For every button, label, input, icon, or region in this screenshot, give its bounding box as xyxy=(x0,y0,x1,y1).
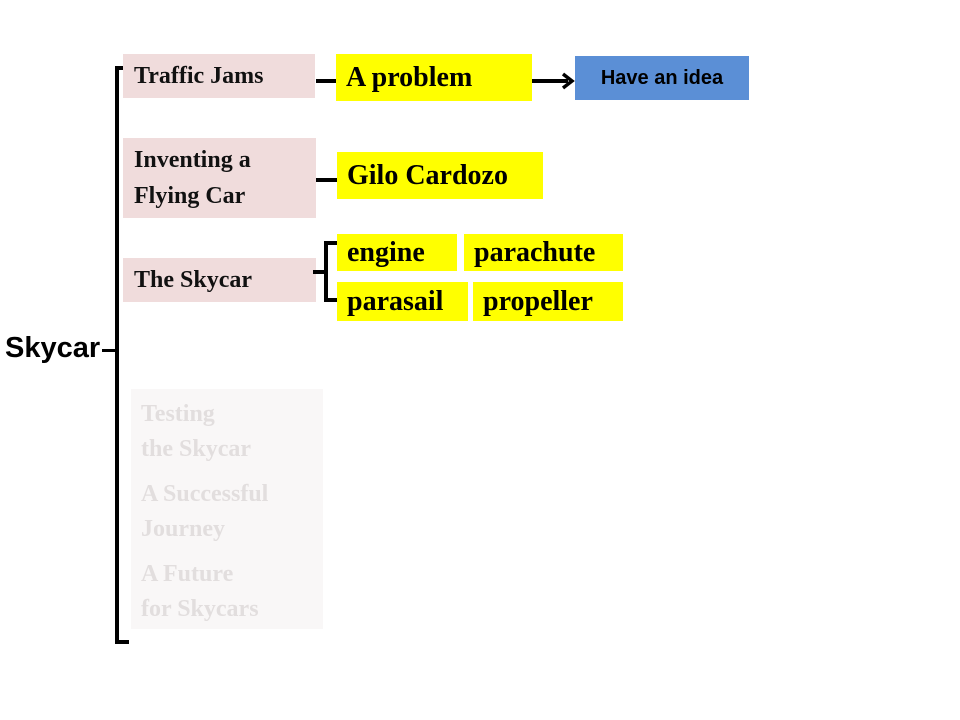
detail-inventor: Gilo Cardozo xyxy=(337,152,543,199)
connector-inventing xyxy=(316,178,337,182)
faded-line: the Skycar xyxy=(141,436,251,462)
branch-label: The Skycar xyxy=(134,267,253,293)
part-engine: engine xyxy=(337,234,457,271)
arrow-head-icon xyxy=(561,72,575,90)
part-label: parasail xyxy=(347,285,444,317)
faded-line: A Future xyxy=(141,561,234,587)
branch-traffic-jams: Traffic Jams xyxy=(123,54,315,98)
faded-item: A Future for Skycars xyxy=(141,557,323,627)
detail-idea: Have an idea xyxy=(575,56,749,100)
part-label: parachute xyxy=(474,236,596,268)
parts-bracket-top xyxy=(324,241,337,245)
part-parachute: parachute xyxy=(464,234,623,271)
detail-label: Gilo Cardozo xyxy=(347,159,508,191)
bracket-tick-bottom xyxy=(115,640,129,644)
part-label: propeller xyxy=(483,285,593,317)
branch-label: Inventing a xyxy=(134,147,251,173)
part-propeller: propeller xyxy=(473,282,623,321)
connector-skycar xyxy=(313,270,326,274)
branch-label: Traffic Jams xyxy=(134,63,264,89)
detail-label: A problem xyxy=(346,61,473,93)
faded-line: for Skycars xyxy=(141,596,259,622)
detail-problem: A problem xyxy=(336,54,532,101)
faded-line: A Successful xyxy=(141,481,269,507)
main-bracket xyxy=(115,66,119,644)
parts-bracket xyxy=(324,241,328,302)
root-label: Skycar xyxy=(5,332,101,364)
detail-label: Have an idea xyxy=(600,66,724,89)
faded-item: Testing the Skycar xyxy=(141,397,323,467)
branch-inventing: Inventing a Flying Car xyxy=(123,138,316,218)
connector-traffic xyxy=(316,79,337,83)
faded-line: Testing xyxy=(141,401,215,427)
branch-the-skycar: The Skycar xyxy=(123,258,316,302)
root-connector xyxy=(102,349,117,352)
part-label: engine xyxy=(347,236,425,268)
faded-line: Journey xyxy=(141,516,225,542)
branch-label: Flying Car xyxy=(134,183,246,209)
parts-bracket-bottom xyxy=(324,298,337,302)
arrow-shaft xyxy=(532,79,568,83)
part-parasail: parasail xyxy=(337,282,468,321)
bracket-tick-top xyxy=(115,66,129,70)
